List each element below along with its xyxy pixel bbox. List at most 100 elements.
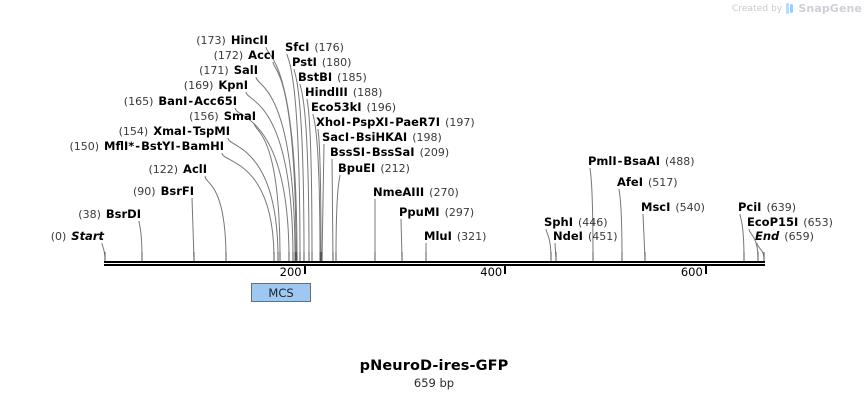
restriction-site-label[interactable]: (38)BsrDI — [0, 207, 141, 222]
enzyme-name[interactable]: BsrFI — [160, 184, 194, 198]
enzyme-name[interactable]: HindIII — [305, 85, 348, 99]
enzyme-name[interactable]: BssSaI — [371, 145, 415, 159]
enzyme-name[interactable]: SalI — [233, 63, 258, 77]
site-position: (270) — [429, 186, 459, 199]
restriction-site-label[interactable]: XhoI-PspXI-PaeR7I(197) — [316, 115, 475, 130]
enzyme-name[interactable]: PstI — [292, 55, 317, 69]
site-position: (209) — [419, 146, 450, 159]
restriction-site-label[interactable]: (172) AccI — [0, 48, 275, 63]
enzyme-separator: - — [175, 139, 181, 153]
restriction-site-label[interactable]: (165)BanI-Acc65I — [0, 94, 237, 109]
enzyme-name[interactable]: Start — [71, 229, 104, 243]
enzyme-name[interactable]: BsiHKAI — [355, 130, 408, 144]
restriction-site-label[interactable]: MluI(321) — [424, 229, 486, 244]
restriction-site-label[interactable]: (171)SalI — [0, 63, 258, 78]
restriction-site-label[interactable]: NmeAIII (270) — [373, 185, 459, 200]
restriction-site-label[interactable]: (0)Start — [0, 229, 104, 244]
enzyme-name[interactable]: BamHI — [181, 139, 224, 153]
enzyme-name[interactable]: BsrDI — [105, 207, 141, 221]
restriction-site-label[interactable]: (173)HincII — [0, 33, 268, 48]
enzyme-name[interactable]: BanI — [158, 94, 188, 108]
leader-line — [306, 98, 313, 260]
restriction-site-label[interactable]: PpuMI(297) — [399, 205, 474, 220]
enzyme-name[interactable]: KpnI — [218, 78, 248, 92]
site-position: (197) — [445, 116, 475, 129]
enzyme-separator: - — [135, 139, 141, 153]
leader-line — [272, 61, 297, 260]
enzyme-name[interactable]: NmeAIII — [373, 185, 425, 199]
enzyme-name[interactable]: AclI — [183, 162, 207, 176]
enzyme-name[interactable]: BstBI — [298, 70, 333, 84]
enzyme-name[interactable]: SmaI — [223, 109, 256, 123]
enzyme-name[interactable]: SphI — [544, 215, 573, 229]
enzyme-name[interactable]: PpuMI — [399, 205, 440, 219]
restriction-site-label[interactable]: (90) BsrFI — [0, 184, 194, 199]
enzyme-name[interactable]: PmlI — [588, 154, 617, 168]
site-position: (172) — [213, 49, 244, 62]
restriction-site-label[interactable]: BstBI(185) — [298, 70, 367, 85]
enzyme-name[interactable]: BsaAI — [623, 154, 660, 168]
leader-line — [331, 158, 334, 260]
enzyme-separator: - — [617, 154, 623, 168]
restriction-site-label[interactable]: NdeI(451) — [553, 229, 618, 244]
restriction-site-label[interactable]: Eco53kI(196) — [311, 100, 396, 115]
restriction-site-label[interactable]: BpuEI(212) — [338, 161, 410, 176]
enzyme-name[interactable]: TspMI — [192, 124, 230, 138]
enzyme-name[interactable]: BpuEI — [338, 161, 376, 175]
restriction-site-label[interactable]: (154)XmaI-TspMI — [0, 124, 230, 139]
restriction-site-label[interactable]: (169)KpnI — [0, 78, 248, 93]
enzyme-name[interactable]: AccI — [248, 48, 275, 62]
leader-line — [227, 137, 279, 260]
restriction-site-label[interactable]: PciI (639) — [738, 200, 797, 215]
restriction-site-label[interactable]: (122)AclI — [0, 162, 207, 177]
enzyme-separator: - — [350, 130, 355, 144]
enzyme-name[interactable]: PciI — [738, 200, 762, 214]
leader-line — [589, 167, 594, 260]
enzyme-name[interactable]: Acc65I — [194, 94, 237, 108]
restriction-site-label[interactable]: End(659) — [755, 229, 814, 244]
restriction-site-label[interactable]: MscI(540) — [641, 200, 705, 215]
leader-line — [400, 218, 403, 260]
restriction-site-label[interactable]: EcoP15I(653) — [747, 215, 833, 230]
enzyme-separator: - — [188, 94, 194, 108]
site-position: (198) — [412, 131, 442, 144]
enzyme-name[interactable]: End — [755, 229, 780, 243]
restriction-site-label[interactable]: (156)SmaI — [0, 109, 256, 124]
ruler-tick-label: 400 — [480, 265, 503, 279]
enzyme-name[interactable]: EcoP15I — [747, 215, 799, 229]
ruler-tick — [504, 266, 507, 274]
leader-line — [545, 228, 552, 260]
ruler-tick-label: 600 — [680, 265, 703, 279]
restriction-site-label[interactable]: SacI-BsiHKAI (198) — [322, 130, 442, 145]
enzyme-name[interactable]: SfcI — [285, 40, 310, 54]
restriction-site-label[interactable]: PstI(180) — [292, 55, 351, 70]
enzyme-name[interactable]: BstYI — [141, 139, 175, 153]
enzyme-name[interactable]: SacI — [322, 130, 350, 144]
enzyme-name[interactable]: PaeR7I — [395, 115, 441, 129]
feature-mcs[interactable]: MCS — [251, 283, 311, 302]
restriction-site-label[interactable]: PmlI-BsaAI(488) — [588, 154, 695, 169]
restriction-site-label[interactable]: (150)MflI*-BstYI-BamHI — [0, 139, 224, 154]
restriction-site-label[interactable]: SfcI (176) — [285, 40, 344, 55]
enzyme-name[interactable]: HincII — [230, 33, 268, 47]
restriction-site-label[interactable]: HindIII(188) — [305, 85, 382, 100]
enzyme-name[interactable]: MluI — [424, 229, 452, 243]
enzyme-name[interactable]: Eco53kI — [311, 100, 362, 114]
restriction-site-label[interactable]: AfeI(517) — [617, 175, 678, 190]
site-position: (90) — [132, 185, 156, 198]
enzyme-name[interactable]: PspXI — [352, 115, 389, 129]
leader-line — [234, 107, 290, 260]
enzyme-name[interactable]: NdeI — [553, 229, 583, 243]
enzyme-name[interactable]: MflI* — [104, 139, 135, 153]
leader-line — [253, 122, 281, 260]
restriction-site-label[interactable]: BssSI-BssSaI(209) — [330, 145, 450, 160]
site-position: (176) — [314, 41, 344, 54]
enzyme-name[interactable]: XmaI — [153, 124, 187, 138]
site-position: (639) — [766, 201, 797, 214]
enzyme-name[interactable]: BssSI — [330, 145, 366, 159]
restriction-site-label[interactable]: SphI(446) — [544, 215, 608, 230]
enzyme-name[interactable]: AfeI — [617, 175, 643, 189]
enzyme-name[interactable]: XhoI — [316, 115, 346, 129]
enzyme-name[interactable]: MscI — [641, 200, 671, 214]
